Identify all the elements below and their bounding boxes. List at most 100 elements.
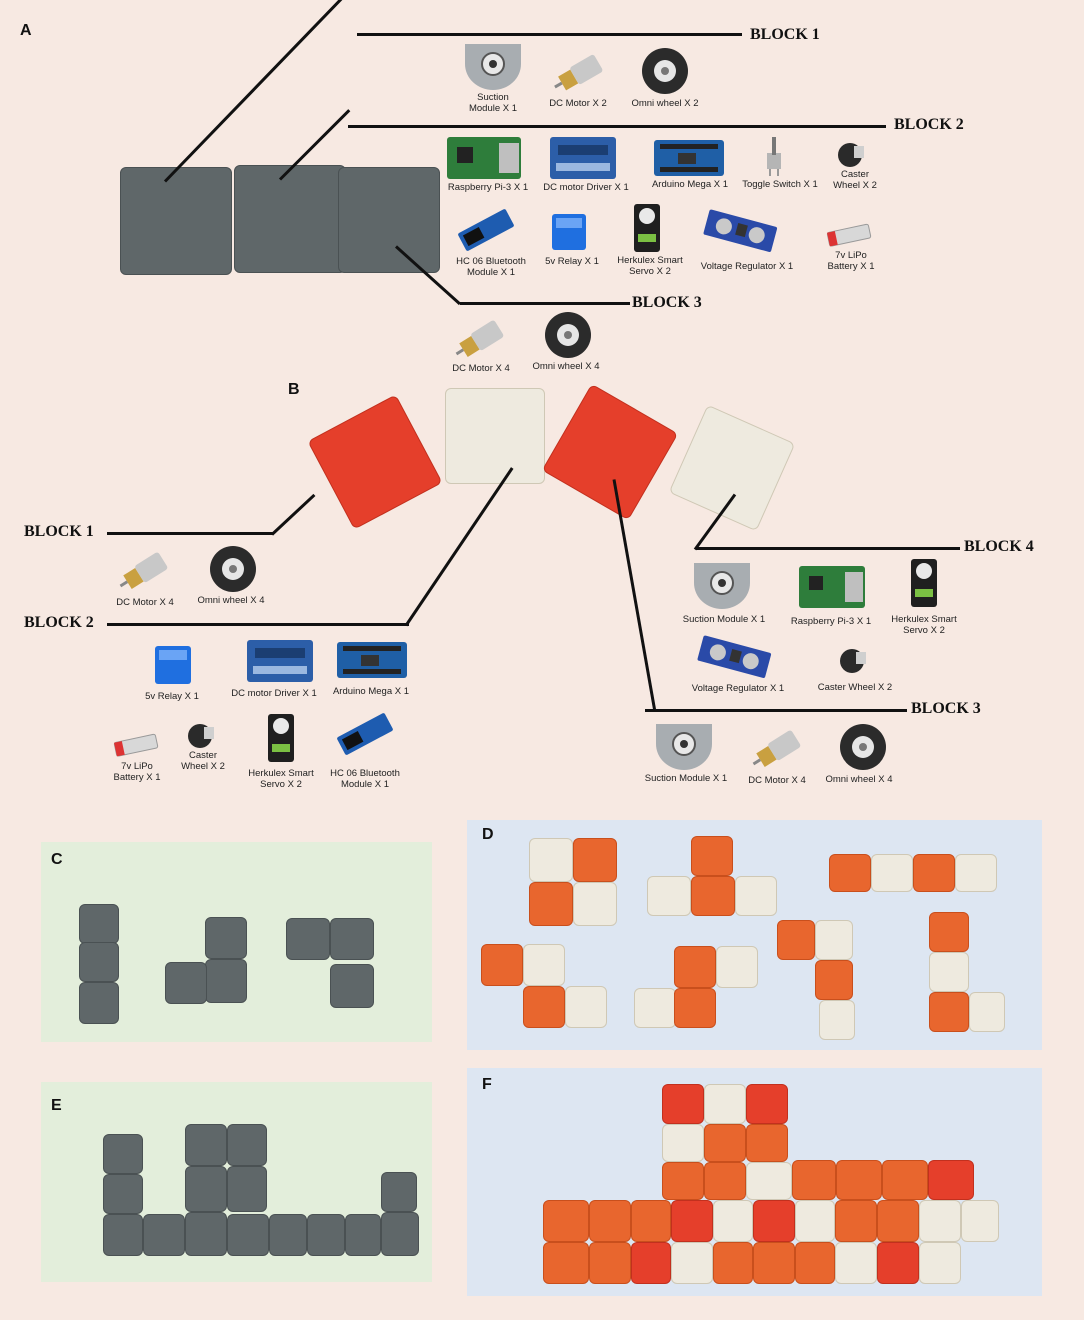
gray-module [103,1174,143,1214]
motor-driver-icon [550,137,616,179]
suction-module-icon [656,724,712,770]
gray-module [205,917,247,959]
component-caption: Omni wheel X 4 [825,774,893,785]
dc-motor-icon [554,54,603,91]
gray-module [330,918,374,960]
lipo-battery-icon [113,733,159,757]
dc-motor-icon [752,730,801,767]
panel-f: F [467,1068,1042,1296]
white-module [573,882,617,926]
white-module [529,838,573,882]
motor-driver-icon [247,640,313,682]
white-module [955,854,997,892]
component-caption: Arduino Mega X 1 [332,686,410,697]
white-module [871,854,913,892]
orange-module [746,1124,788,1162]
gray-module [338,167,440,273]
leader-line [357,33,742,36]
orange-module [704,1124,746,1162]
orange-module [713,1242,753,1284]
leader-line [270,493,316,536]
white-module [716,946,758,988]
gray-module [330,964,374,1008]
orange-module [573,838,617,882]
leader-line [107,532,273,535]
component-caption: Suction Module X 1 [644,773,728,784]
arduino-mega-icon [654,140,724,176]
component-caption: Caster Wheel X 2 [817,682,893,693]
gray-module [120,167,232,275]
block-label: BLOCK 4 [964,538,1034,555]
white-module [819,1000,855,1040]
leader-line [612,479,657,712]
panel-e: E [41,1082,432,1282]
white-module [565,986,607,1028]
gray-module [165,962,207,1004]
orange-module [674,946,716,988]
component-caption: Omni wheel X 4 [197,595,265,606]
lipo-battery-icon [826,223,872,247]
gray-module [286,918,330,960]
red-module [928,1160,974,1200]
orange-module [829,854,871,892]
orange-module [815,960,853,1000]
orange-module [792,1160,836,1200]
leader-line [163,0,351,183]
component-caption: 5v Relay X 1 [545,256,599,267]
component-caption: Omni wheel X 4 [532,361,600,372]
orange-module [836,1160,882,1200]
gray-module [234,165,346,273]
orange-module [662,1162,704,1200]
arduino-mega-icon [337,642,407,678]
orange-module [704,1162,746,1200]
omni-wheel-icon [642,48,688,94]
component-caption: 7v LiPo Battery X 1 [827,250,875,272]
white-module [919,1200,961,1242]
component-caption: Arduino Mega X 1 [651,179,729,190]
gray-module [345,1214,381,1256]
caster-wheel-icon [840,649,866,673]
smart-servo-icon [634,204,660,252]
orange-module [691,876,735,916]
white-module [919,1242,961,1284]
component-caption: HC 06 Bluetooth Module X 1 [456,256,526,278]
leader-line [460,302,630,305]
white-module [735,876,777,916]
red-module [662,1084,704,1124]
gray-module [143,1214,185,1256]
component-caption: Raspberry Pi-3 X 1 [790,616,872,627]
bluetooth-module-icon [337,713,393,755]
gray-module [227,1124,267,1166]
robot-3-block-gray [120,165,440,275]
red-module [307,394,443,530]
red-module [746,1084,788,1124]
orange-module [523,986,565,1028]
component-caption: Omni wheel X 2 [631,98,699,109]
component-caption: Caster Wheel X 2 [181,750,225,772]
gray-module [185,1166,227,1212]
white-module [445,388,545,484]
dc-motor-icon [119,552,168,589]
white-module [523,944,565,986]
panel-label-d: D [482,826,494,843]
relay-icon [552,214,586,250]
gray-module [103,1214,143,1256]
orange-module [529,882,573,926]
red-module [631,1242,671,1284]
white-module [961,1200,999,1242]
raspberry-pi-icon [447,137,521,179]
component-caption: DC Motor X 4 [116,597,174,608]
white-module [662,1124,704,1162]
orange-module [882,1160,928,1200]
gray-module [269,1214,307,1256]
orange-module [589,1242,631,1284]
component-caption: 7v LiPo Battery X 1 [113,761,161,783]
white-module [795,1200,835,1242]
gray-module [227,1214,269,1256]
orange-module [589,1200,631,1242]
orange-module [929,992,969,1032]
orange-module [835,1200,877,1242]
white-module [647,876,691,916]
component-caption: Suction Module X 1 [468,92,518,114]
dc-motor-icon [455,320,504,357]
